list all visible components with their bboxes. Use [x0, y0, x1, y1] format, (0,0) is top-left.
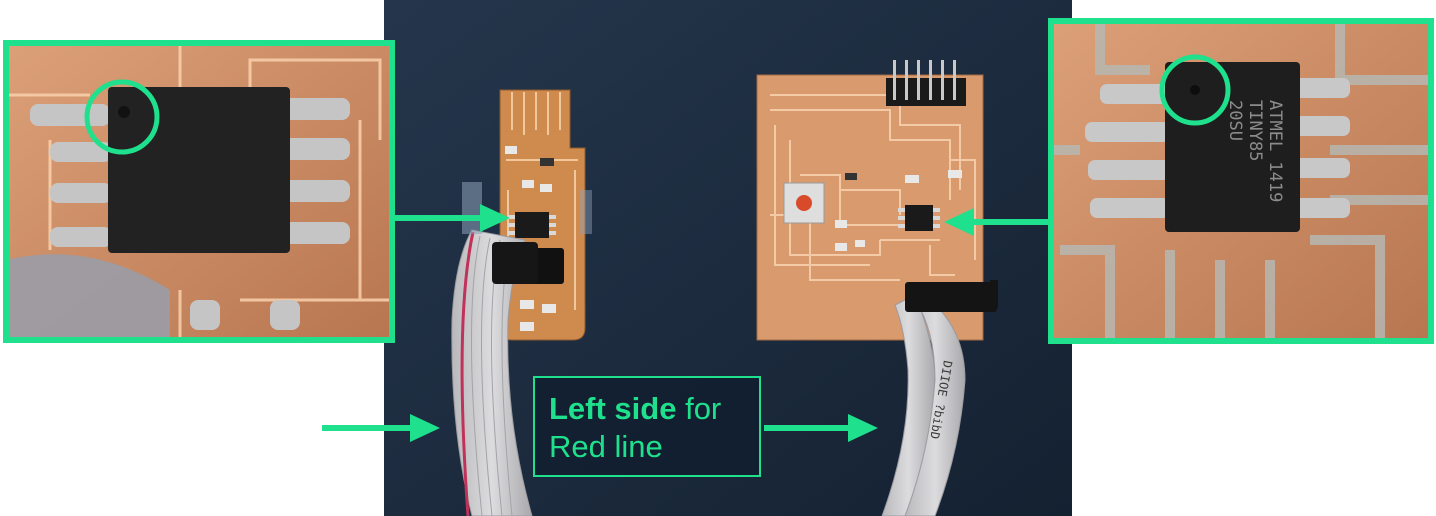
pin1-marker-left — [84, 79, 160, 155]
attiny-chip-small — [515, 212, 549, 238]
arrow-right-icon — [394, 204, 510, 232]
red-line-left — [460, 231, 475, 516]
chip-marking-line2: TINY85 — [1245, 100, 1265, 161]
caption-box: Left side for Red line — [533, 376, 761, 477]
zoom-frame-right — [1048, 18, 1434, 344]
caption-line1: Left side for — [549, 390, 745, 428]
attiny-chip-large-board — [905, 205, 933, 231]
arrow-left-icon — [944, 208, 1048, 236]
chip-marking-line3: 20SU — [1225, 100, 1245, 141]
caption-line2: Red line — [549, 429, 663, 464]
zoom-frame-left — [3, 40, 395, 343]
chip-marking-line1: ATMEL 1419 — [1265, 100, 1285, 202]
ribbon-connector-right — [905, 282, 997, 312]
zoom-inset-left — [6, 43, 392, 340]
arrow-right-icon — [764, 414, 878, 442]
arrow-right-icon — [322, 414, 440, 442]
reset-button-red — [796, 195, 812, 211]
ribbon-connector-left — [492, 242, 538, 284]
caption-rest: for — [676, 391, 722, 426]
pin1-marker-right — [1159, 54, 1231, 126]
caption-bold: Left side — [549, 391, 677, 426]
zoom-inset-right: ATMEL 1419 TINY85 20SU — [1051, 21, 1431, 341]
